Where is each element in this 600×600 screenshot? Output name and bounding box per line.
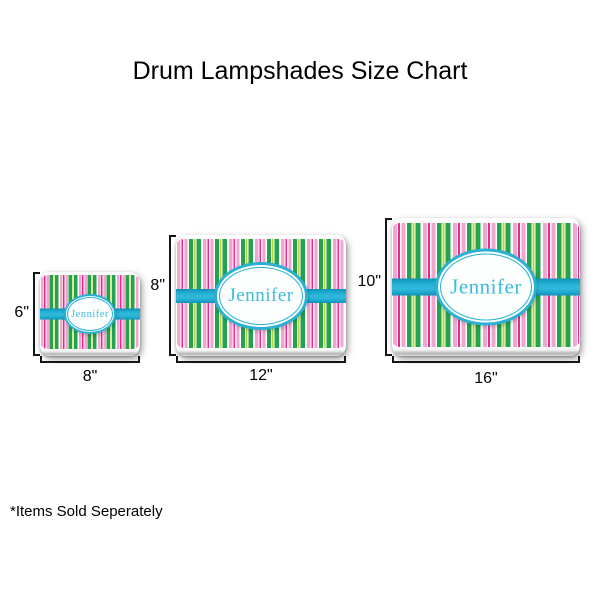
- bottom-rim: [42, 349, 138, 356]
- bottom-rim: [394, 347, 578, 356]
- page-title: Drum Lampshades Size Chart: [132, 57, 468, 85]
- monogram-text: Jennifer: [71, 308, 109, 320]
- width-bracket-large: [392, 356, 580, 363]
- height-label-small: 6": [14, 304, 29, 321]
- height-bracket-small: [33, 272, 40, 356]
- bottom-rim: [178, 348, 344, 356]
- height-bracket-large: [385, 218, 392, 356]
- width-bracket-small: [40, 356, 140, 363]
- lampshade-large: Jennifer: [392, 218, 580, 356]
- lampshade-medium: Jennifer: [176, 235, 346, 356]
- width-label-medium: 12": [249, 367, 273, 384]
- width-label-large: 16": [474, 370, 498, 387]
- lampshade-small: Jennifer: [40, 272, 140, 356]
- monogram-text: Jennifer: [228, 284, 294, 306]
- monogram-oval: Jennifer: [64, 294, 116, 334]
- height-label-large: 10": [357, 273, 381, 290]
- width-label-small: 8": [82, 368, 98, 385]
- width-bracket-medium: [176, 356, 346, 363]
- monogram-oval: Jennifer: [214, 261, 308, 330]
- monogram-text: Jennifer: [450, 274, 522, 299]
- footnote: *Items Sold Seperately: [10, 503, 163, 520]
- height-bracket-medium: [169, 235, 176, 356]
- monogram-oval: Jennifer: [435, 248, 537, 326]
- height-label-medium: 8": [150, 277, 165, 294]
